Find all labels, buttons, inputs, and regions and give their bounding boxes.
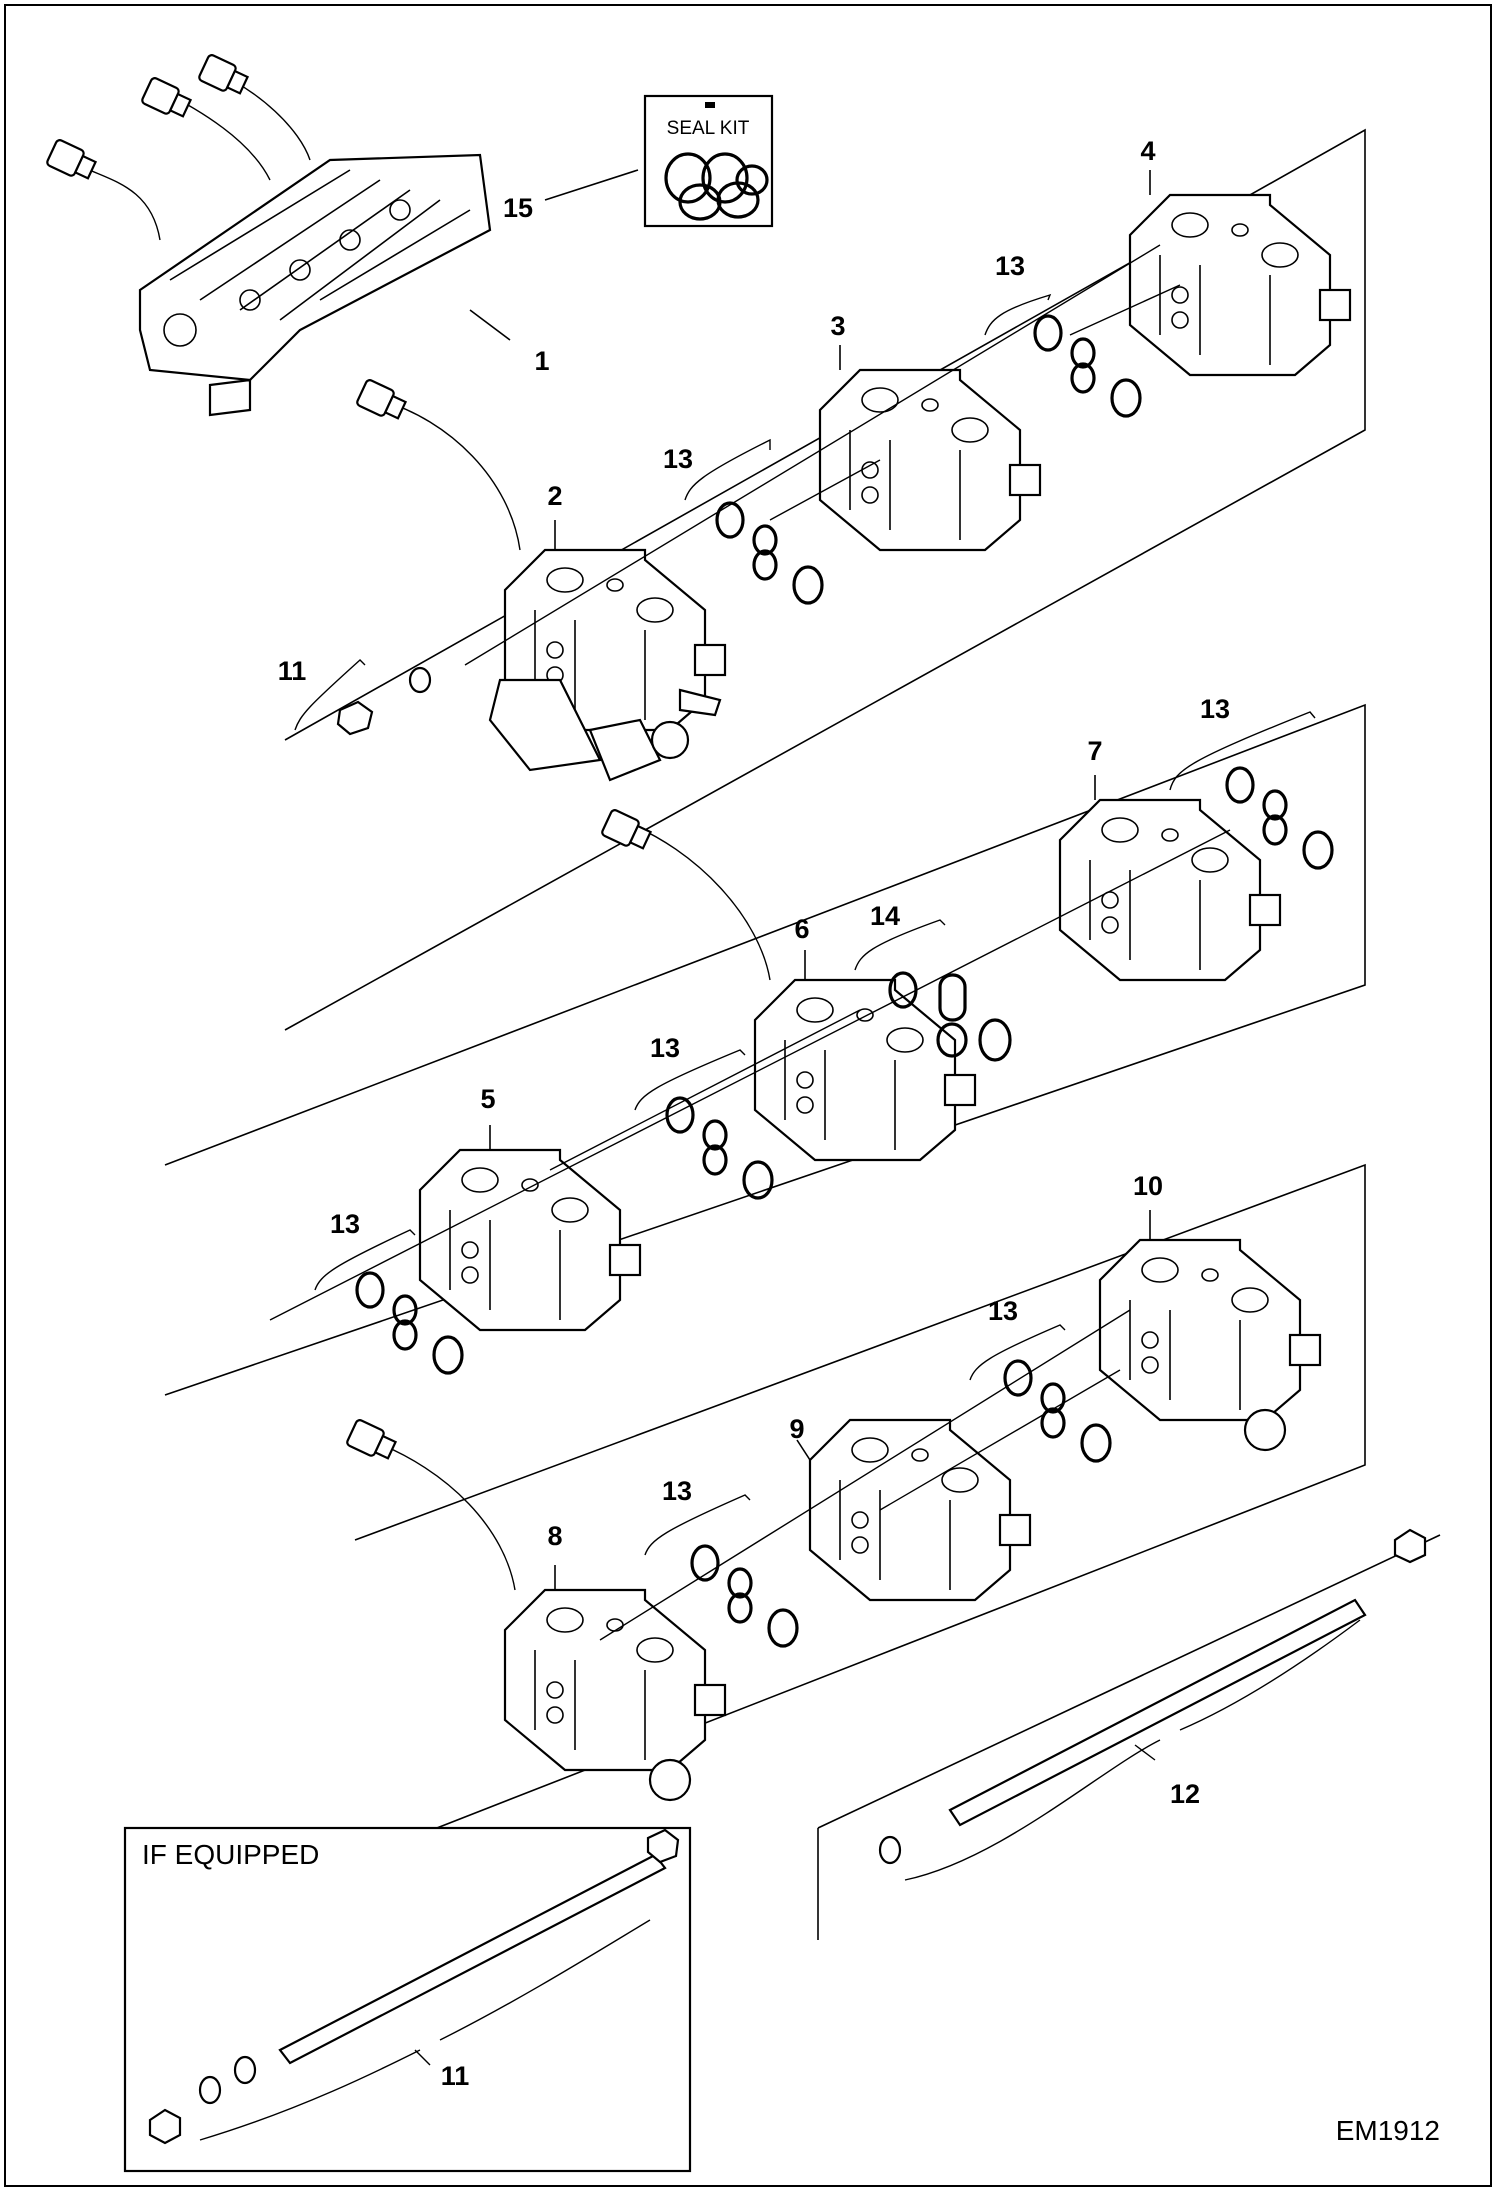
drawing-border <box>4 4 1492 2187</box>
callout-13-b: 13 <box>663 444 693 474</box>
callout-7: 7 <box>1087 736 1102 766</box>
callout-6: 6 <box>794 914 809 944</box>
callout-13-a: 13 <box>995 251 1025 281</box>
valve-section-10 <box>969 1210 1322 1463</box>
callout-1: 1 <box>534 346 549 376</box>
seal-kit-15: SEAL KIT <box>544 94 774 228</box>
callout-8: 8 <box>547 1521 562 1551</box>
callout-13-e: 13 <box>330 1209 360 1239</box>
callout-9: 9 <box>789 1414 804 1444</box>
alignment-lines-bottom <box>599 1309 1131 1641</box>
callout-10: 10 <box>1133 1171 1163 1201</box>
group-outline-bottom <box>354 1163 1366 1861</box>
if-equipped-label: IF EQUIPPED <box>142 1839 319 1870</box>
callout-11-lower: 11 <box>441 2061 470 2091</box>
seal-group-6 <box>634 1049 774 1200</box>
tie-rod-hardware-11-upper <box>294 659 432 736</box>
alignment-lines-middle <box>269 829 1231 1321</box>
valve-section-6 <box>599 807 1012 1162</box>
if-equipped-box: IF EQUIPPED <box>123 1826 692 2173</box>
callout-5: 5 <box>480 1084 495 1114</box>
callout-14: 14 <box>870 901 900 931</box>
valve-assembly-1 <box>44 52 511 417</box>
drawing-id: EM1912 <box>1336 2115 1440 2146</box>
callout-13-d: 13 <box>650 1033 680 1063</box>
callout-3: 3 <box>830 311 845 341</box>
tie-rod-12 <box>878 1528 1427 1881</box>
box-line-12 <box>817 1534 1441 1829</box>
valve-section-4 <box>984 170 1352 418</box>
valve-section-7 <box>1058 711 1334 982</box>
callout-15: 15 <box>503 193 533 223</box>
valve-section-8 <box>344 1417 727 1802</box>
valve-section-9 <box>644 1418 1032 1648</box>
valve-section-3 <box>684 345 1042 605</box>
valve-section-5 <box>314 1125 642 1375</box>
alignment-lines-top <box>464 244 1181 666</box>
group-outline-middle <box>164 703 1366 1396</box>
callout-12: 12 <box>1170 1779 1200 1809</box>
callout-13-f: 13 <box>988 1296 1018 1326</box>
callouts: 1 2 3 4 5 6 7 8 9 10 11 11 12 13 13 13 1… <box>278 136 1230 2091</box>
callout-13-c: 13 <box>1200 694 1230 724</box>
callout-13-g: 13 <box>662 1476 692 1506</box>
callout-11-upper: 11 <box>278 656 307 686</box>
seal-kit-label: SEAL KIT <box>667 118 750 139</box>
callout-4: 4 <box>1140 136 1155 166</box>
valve-section-2 <box>354 377 727 782</box>
callout-2: 2 <box>547 481 562 511</box>
